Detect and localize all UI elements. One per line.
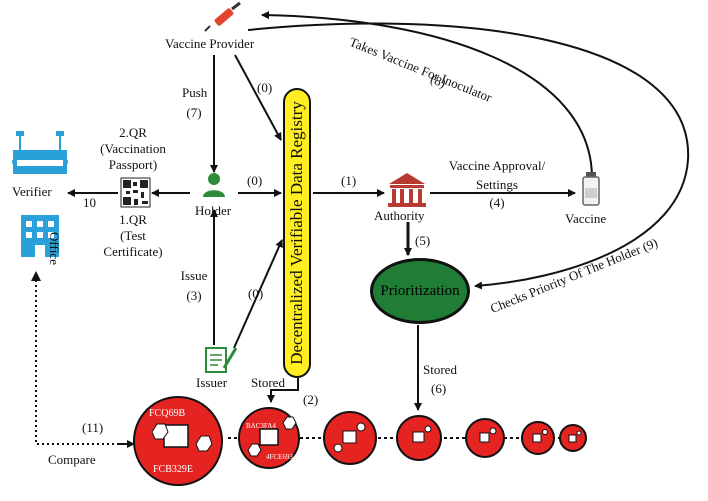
- vaccine-vial-icon: [582, 172, 600, 206]
- push-number: (7): [186, 105, 202, 120]
- provider-registry-number: (0): [257, 80, 273, 95]
- block2-hash-top: BAC3FA4: [246, 422, 276, 430]
- registry-authority-number: (1): [341, 173, 357, 188]
- holder-registry-number: (0): [247, 173, 263, 188]
- verifier-number: 10: [83, 195, 96, 210]
- settings-label: Settings: [476, 177, 518, 192]
- compare-label: Compare: [48, 452, 96, 467]
- person-icon: [203, 173, 225, 197]
- block2-hash-bottom: 4FCE693: [266, 453, 293, 461]
- authority-label: Authority: [374, 208, 425, 223]
- issue-label: Issue: [180, 268, 208, 283]
- data-registry-label: Decentralized Verifiable Data Registry: [287, 101, 306, 365]
- issuer-label: Issuer: [196, 375, 228, 390]
- chain-block-1: [133, 396, 223, 486]
- vaccine-provider-label: Vaccine Provider: [165, 36, 255, 51]
- approval-label: Vaccine Approval/: [448, 158, 546, 173]
- stored-right-number: (6): [431, 381, 447, 396]
- qr-bottom-line-3: Certificate): [103, 244, 163, 259]
- qr-top-line-2: (Vaccination: [100, 141, 166, 156]
- chain-block-5: [465, 418, 505, 458]
- chain-block-4: [396, 415, 442, 461]
- compare-number: (11): [82, 420, 104, 435]
- certificate-pen-icon: [205, 347, 238, 373]
- prioritization-label: Prioritization: [380, 282, 460, 299]
- block1-hash-top: FCQ69B: [149, 408, 186, 419]
- qr-code-icon: [120, 177, 151, 208]
- chain-block-3: [323, 411, 377, 465]
- chain-block-2: [238, 407, 300, 469]
- qr-bottom-line-2: (Test: [120, 228, 146, 243]
- issue-number: (3): [186, 288, 202, 303]
- office-building-icon: [21, 215, 59, 257]
- provider-registry-arrow: [234, 54, 282, 141]
- approval-number: (4): [489, 195, 505, 210]
- qr-bottom-line-1: 1.QR: [119, 212, 147, 227]
- stored-right-label: Stored: [423, 362, 457, 377]
- stored-left-label: Stored: [251, 375, 285, 390]
- push-label: Push: [182, 85, 208, 100]
- data-registry: Decentralized Verifiable Data Registry: [283, 88, 311, 378]
- chain-block-6: [521, 421, 555, 455]
- vaccine-label: Vaccine: [565, 211, 607, 226]
- issuer-registry-arrow: [233, 239, 283, 349]
- chain-block-7: [559, 424, 587, 452]
- stadium-icon: [12, 131, 68, 174]
- checks-priority-curve: [247, 22, 690, 290]
- prioritization-node: Prioritization: [370, 258, 470, 324]
- qr-top-line-3: Passport): [108, 157, 158, 172]
- prioritization-number: (5): [415, 233, 431, 248]
- office-label: Office: [47, 232, 62, 265]
- takes-vaccine-curve: [261, 11, 593, 177]
- syringe-icon: [204, 1, 241, 32]
- holder-label: Holder: [195, 203, 232, 218]
- stored-left-number: (2): [303, 392, 319, 407]
- registry-chain-arrow: [267, 378, 299, 403]
- compare-dotted-line: [35, 275, 134, 445]
- qr-top-line-1: 2.QR: [119, 125, 147, 140]
- issuer-registry-number: (0): [248, 286, 264, 301]
- government-building-icon: [388, 173, 426, 207]
- verifier-label: Verifier: [12, 184, 52, 199]
- block1-hash-bottom: FCB329E: [153, 464, 194, 475]
